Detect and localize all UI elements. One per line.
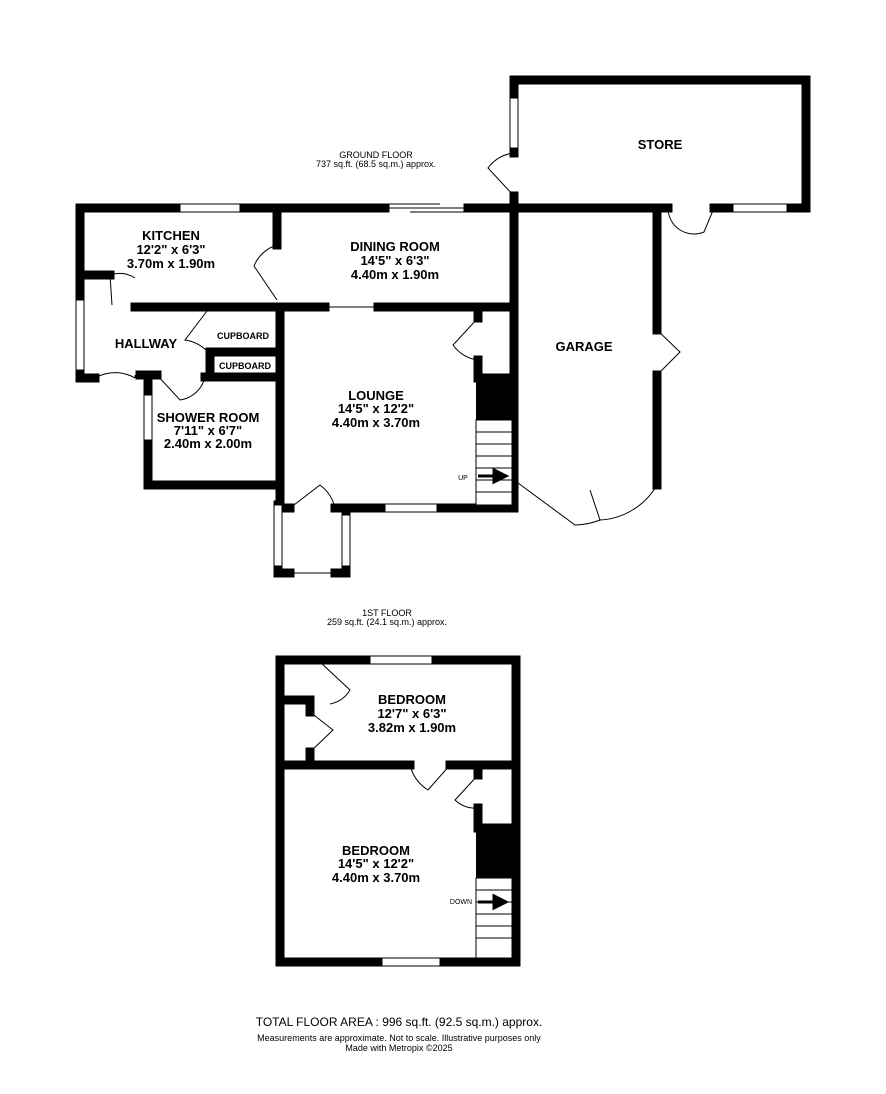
bedroom-imperial: 12'7" x 6'3" xyxy=(377,706,446,721)
doors-ground xyxy=(94,152,715,526)
shower-room-label: SHOWER ROOM xyxy=(157,410,260,425)
store-label: STORE xyxy=(638,137,683,152)
bedroom-label: BEDROOM xyxy=(342,843,410,858)
shower-room-metric: 2.40m x 2.00m xyxy=(164,436,252,451)
kitchen-label: KITCHEN xyxy=(142,228,200,243)
credit: Made with Metropix ©2025 xyxy=(345,1043,452,1053)
total-floor-area: TOTAL FLOOR AREA : 996 sq.ft. (92.5 sq.m… xyxy=(256,1015,543,1029)
bedroom-metric: 3.82m x 1.90m xyxy=(368,720,456,735)
disclaimer: Measurements are approximate. Not to sca… xyxy=(257,1033,541,1043)
lounge-imperial: 14'5" x 12'2" xyxy=(338,401,414,416)
dining-room-label: DINING ROOM xyxy=(350,239,440,254)
cupboard-label: CUPBOARD xyxy=(217,331,270,341)
ground-floor-area: 737 sq.ft. (68.5 sq.m.) approx. xyxy=(316,159,436,169)
shower-room-imperial: 7'11" x 6'7" xyxy=(174,423,242,438)
kitchen-metric: 3.70m x 1.90m xyxy=(127,256,215,271)
stairs-down-label: DOWN xyxy=(450,899,472,906)
stairs-first xyxy=(475,828,513,959)
cupboard-label: CUPBOARD xyxy=(219,361,272,371)
ground-floor-walls xyxy=(75,75,811,578)
stairs-up-label: UP xyxy=(458,475,468,482)
lounge-metric: 4.40m x 3.70m xyxy=(332,415,420,430)
kitchen-imperial: 12'2" x 6'3" xyxy=(136,242,205,257)
windows-ground xyxy=(75,97,788,574)
dining-room-imperial: 14'5" x 6'3" xyxy=(360,253,429,268)
bedroom-label: BEDROOM xyxy=(378,692,446,707)
bedroom-metric: 4.40m x 3.70m xyxy=(332,870,420,885)
first-floor-area: 259 sq.ft. (24.1 sq.m.) approx. xyxy=(327,617,447,627)
bedroom-imperial: 14'5" x 12'2" xyxy=(338,856,414,871)
ground-floor-title: GROUND FLOOR xyxy=(339,150,413,160)
stairs-ground xyxy=(475,378,513,506)
lounge-label: LOUNGE xyxy=(348,388,404,403)
hallway-label: HALLWAY xyxy=(115,336,178,351)
dining-room-metric: 4.40m x 1.90m xyxy=(351,267,439,282)
garage-label: GARAGE xyxy=(555,339,612,354)
first-floor-walls xyxy=(275,655,521,967)
doors-first xyxy=(309,661,479,809)
first-floor-title: 1ST FLOOR xyxy=(362,608,412,618)
